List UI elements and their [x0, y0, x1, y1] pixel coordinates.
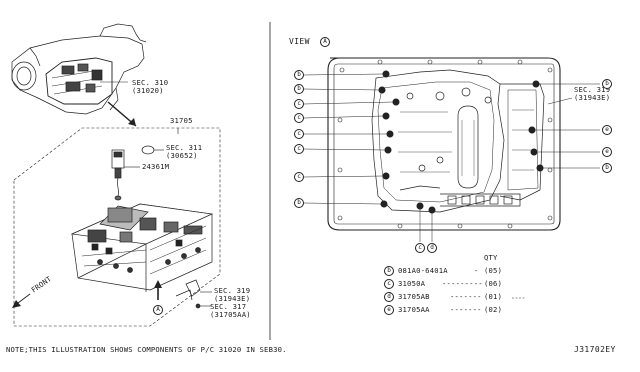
view-label-marker: A — [320, 37, 330, 47]
callout-b: b — [602, 79, 612, 89]
legend-row: c 31050A --------- (06) — [384, 279, 524, 292]
sec311-line1: SEC. 311 — [166, 143, 203, 152]
callout-c: c — [294, 172, 304, 182]
callout-c: c — [294, 99, 304, 109]
callout-leaders — [303, 73, 600, 242]
legend-dashes: - — [474, 266, 479, 275]
callout-c: c — [294, 113, 304, 123]
valve-body-illustration — [70, 203, 214, 292]
part-number-24361m: 24361M — [142, 162, 170, 171]
sec310-line2: (31020) — [132, 86, 164, 95]
callout-b: b — [294, 198, 304, 208]
legend-dash-lines — [512, 297, 526, 299]
view-label: VIEW — [289, 37, 310, 46]
callout-c: c — [294, 144, 304, 154]
legend-dashes: ------- — [450, 292, 482, 301]
callout-e: e — [602, 125, 612, 135]
part-number-31705: 31705 — [170, 116, 193, 125]
legend-part: 081A0-6401A — [398, 266, 448, 275]
legend-mark: b — [384, 266, 394, 276]
solenoid-bracket-part — [175, 279, 201, 309]
sec319-right-line2: (31943E) — [574, 93, 611, 102]
legend-row: d 31705AB ------- (01) — [384, 292, 524, 305]
sec319-right-line1: SEC. 319 — [574, 85, 611, 94]
sec319-left-line2: (31943E) — [214, 294, 251, 303]
legend-qty: (06) — [484, 279, 503, 288]
legend-qty: (05) — [484, 266, 503, 275]
callout-d: d — [427, 243, 437, 253]
legend-row: b 081A0-6401A - (05) — [384, 266, 524, 279]
legend-table: b 081A0-6401A - (05) c 31050A --------- … — [384, 266, 524, 318]
valve-body-bolts — [378, 70, 544, 214]
oil-pan-outline — [327, 57, 561, 231]
callout-b: b — [294, 70, 304, 80]
sec319-left-line1: SEC. 319 — [214, 286, 251, 295]
callout-b: b — [602, 163, 612, 173]
sec311-label: SEC. 311 (30652) — [166, 144, 202, 160]
exploded-view-frame — [13, 127, 221, 327]
callout-c: c — [294, 129, 304, 139]
legend-qty: (02) — [484, 305, 503, 314]
legend-mark: e — [384, 305, 394, 315]
valve-body-bottom-view — [371, 69, 545, 213]
legend-part: 31705AA — [398, 305, 430, 314]
legend-qty-header: QTY — [484, 253, 498, 262]
sec311-line2: (30652) — [166, 151, 198, 160]
diagram-id: J31702EY — [574, 345, 616, 354]
legend-dashes: ------- — [450, 305, 482, 314]
view-a-marker: A — [153, 305, 163, 315]
legend-mark: d — [384, 292, 394, 302]
transmission-illustration — [11, 23, 147, 115]
legend-qty: (01) — [484, 292, 503, 301]
legend-part: 31050A — [398, 279, 426, 288]
legend-row: e 31705AA ------- (02) — [384, 305, 524, 318]
sec317-line2: (31705AA) — [210, 310, 251, 319]
o-ring-part — [141, 145, 155, 155]
sec317-line1: SEC. 317 — [210, 302, 247, 311]
sec319-left-label: SEC. 319 (31943E) — [214, 287, 250, 303]
sec310-label: SEC. 310 (31020) — [132, 79, 168, 95]
pan-bolt-holes — [337, 59, 553, 229]
legend-part: 31705AB — [398, 292, 430, 301]
harness-connector-part — [111, 149, 125, 201]
callout-c: c — [415, 243, 425, 253]
footer-note: NOTE;THIS ILLUSTRATION SHOWS COMPONENTS … — [6, 345, 287, 354]
callout-b: b — [294, 84, 304, 94]
callout-e: e — [602, 147, 612, 157]
sec310-line1: SEC. 310 — [132, 78, 169, 87]
sec319-right-label: SEC. 319 (31943E) — [574, 86, 610, 102]
legend-dashes: --------- — [442, 279, 483, 288]
legend-mark: c — [384, 279, 394, 289]
sec317-label: SEC. 317 (31705AA) — [210, 303, 251, 319]
